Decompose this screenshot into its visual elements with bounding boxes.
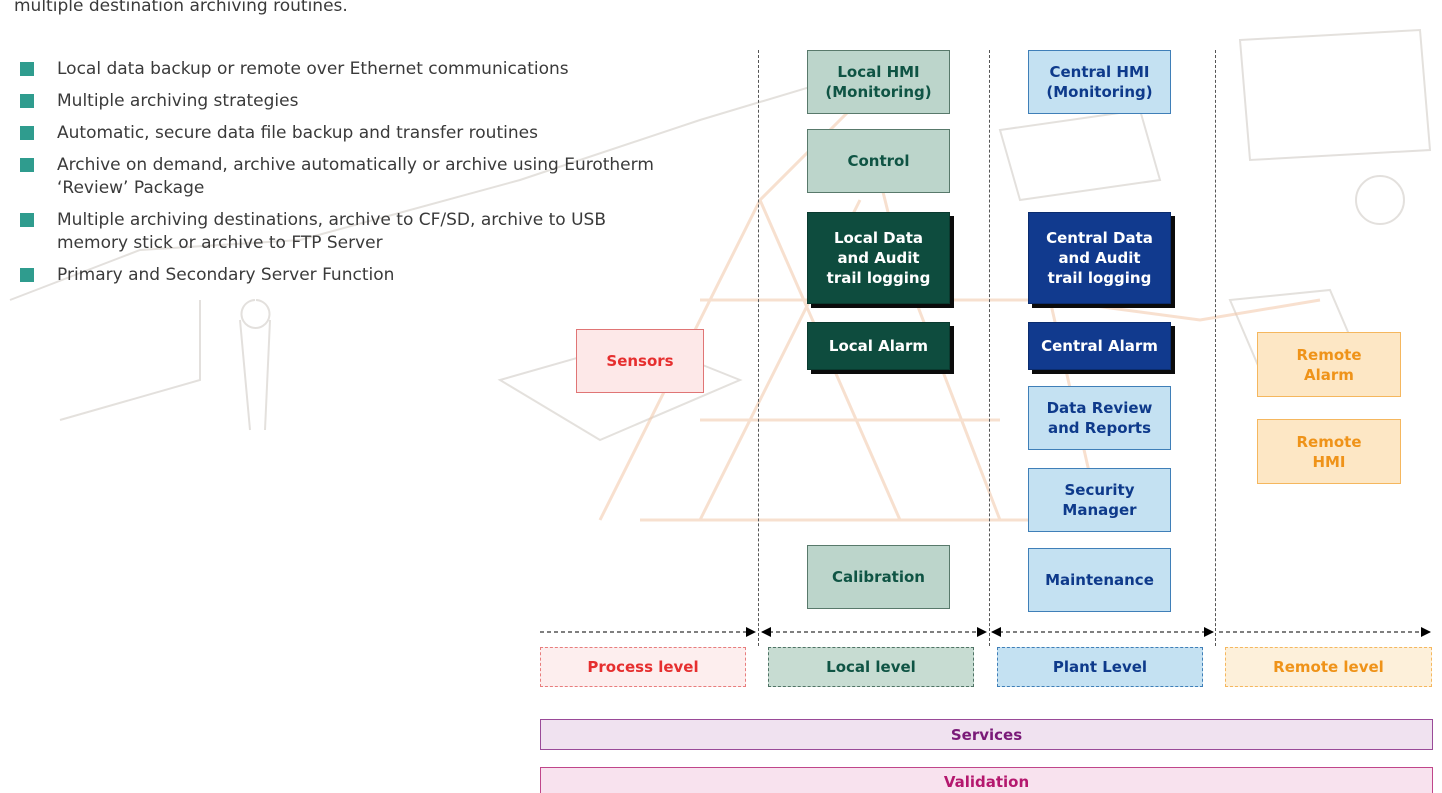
central-hmi-label: Central HMI (Monitoring): [1046, 63, 1153, 101]
security-manager-label: Security Manager: [1062, 481, 1137, 519]
remote-alarm-box: Remote Alarm: [1257, 332, 1401, 397]
maintenance-label: Maintenance: [1045, 571, 1154, 589]
calibration-label: Calibration: [832, 568, 925, 586]
control-label: Control: [847, 152, 910, 170]
list-item: Automatic, secure data file backup and t…: [20, 122, 660, 145]
bullet-square-icon: [20, 158, 34, 172]
central-hmi-box: Central HMI (Monitoring): [1028, 50, 1171, 114]
remote-hmi-label: Remote HMI: [1296, 432, 1362, 471]
bullet-square-icon: [20, 126, 34, 140]
process-level-label: Process level: [540, 647, 746, 687]
level-arrows: [540, 627, 1431, 637]
plant-level-label: Plant Level: [997, 647, 1203, 687]
control-box: Control: [807, 129, 950, 193]
remote-level-label: Remote level: [1225, 647, 1432, 687]
local-hmi-label: Local HMI (Monitoring): [825, 63, 932, 101]
maintenance-box: Maintenance: [1028, 548, 1171, 612]
local-hmi-box: Local HMI (Monitoring): [807, 50, 950, 114]
list-item: Multiple archiving strategies: [20, 90, 660, 113]
remote-alarm-label: Remote Alarm: [1296, 345, 1362, 384]
divider-local-plant: [989, 50, 990, 646]
bullet-square-icon: [20, 94, 34, 108]
sensors-label: Sensors: [606, 352, 674, 370]
bullet-square-icon: [20, 213, 34, 227]
list-item: Local data backup or remote over Etherne…: [20, 58, 660, 81]
intro-text: multiple destination archiving routines.: [14, 0, 348, 16]
central-data-logging-label: Central Data and Audit trail logging: [1046, 229, 1153, 287]
services-band: Services: [540, 719, 1433, 750]
central-alarm-box: Central Alarm: [1028, 322, 1171, 370]
divider-plant-remote: [1215, 50, 1216, 646]
list-item: Archive on demand, archive automatically…: [20, 154, 660, 200]
list-item-text: Archive on demand, archive automatically…: [57, 155, 654, 198]
local-data-logging-box: Local Data and Audit trail logging: [807, 212, 950, 304]
local-alarm-label: Local Alarm: [828, 337, 929, 355]
list-item-text: Multiple archiving destinations, archive…: [57, 210, 606, 253]
local-alarm-box: Local Alarm: [807, 322, 950, 370]
list-item-text: Local data backup or remote over Etherne…: [57, 59, 569, 79]
feature-list: Local data backup or remote over Etherne…: [20, 58, 660, 296]
data-review-box: Data Review and Reports: [1028, 386, 1171, 450]
calibration-box: Calibration: [807, 545, 950, 609]
list-item: Multiple archiving destinations, archive…: [20, 209, 660, 255]
security-manager-box: Security Manager: [1028, 468, 1171, 532]
local-data-logging-label: Local Data and Audit trail logging: [826, 229, 931, 287]
central-data-logging-box: Central Data and Audit trail logging: [1028, 212, 1171, 304]
bullet-square-icon: [20, 62, 34, 76]
list-item-text: Automatic, secure data file backup and t…: [57, 123, 538, 143]
divider-process-local: [758, 50, 759, 646]
list-item: Primary and Secondary Server Function: [20, 264, 660, 287]
remote-hmi-box: Remote HMI: [1257, 419, 1401, 484]
central-alarm-label: Central Alarm: [1041, 337, 1158, 355]
local-level-label: Local level: [768, 647, 974, 687]
sensors-box: Sensors: [576, 329, 704, 393]
bullet-square-icon: [20, 268, 34, 282]
data-review-label: Data Review and Reports: [1046, 399, 1153, 437]
validation-band: Validation: [540, 767, 1433, 793]
list-item-text: Primary and Secondary Server Function: [57, 265, 395, 285]
list-item-text: Multiple archiving strategies: [57, 91, 299, 111]
